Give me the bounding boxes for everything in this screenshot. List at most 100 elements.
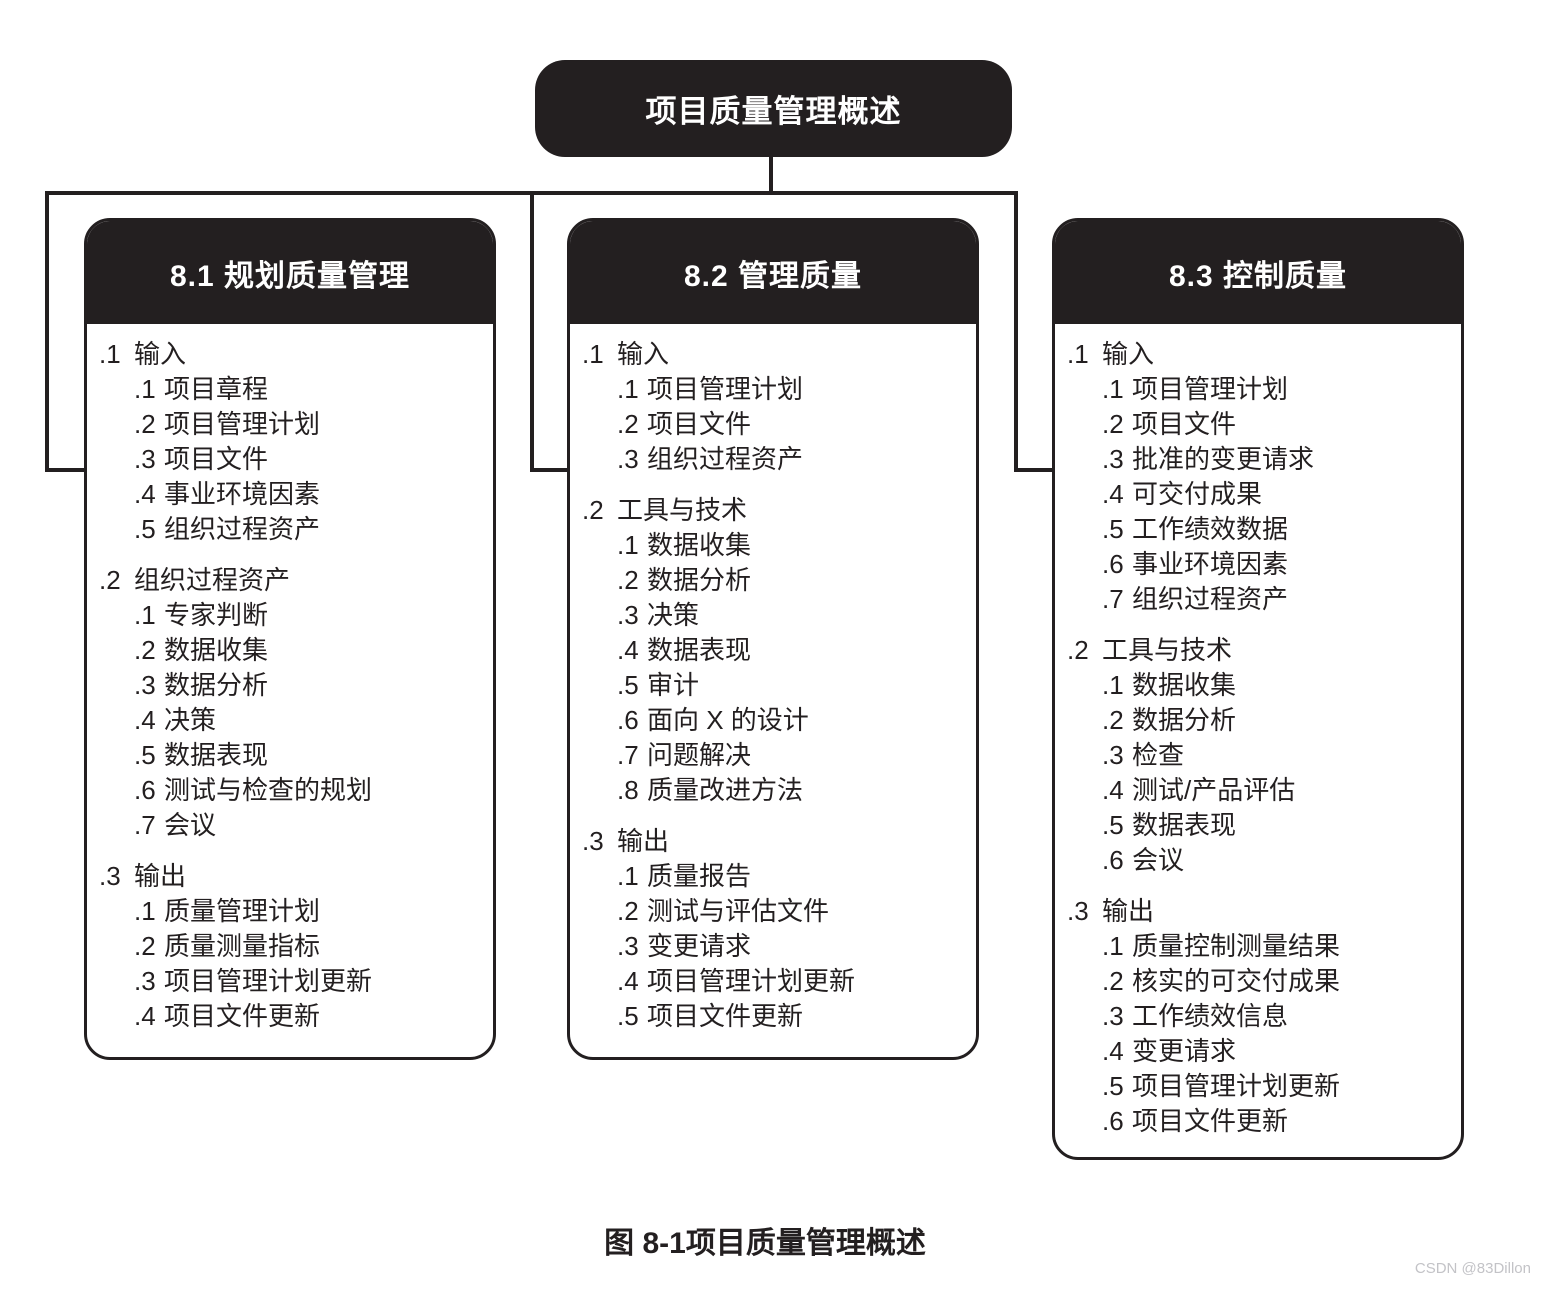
item-label: 数据分析 [647, 565, 752, 595]
connector-drop-line-1 [45, 191, 49, 472]
item-label: 数据表现 [647, 635, 752, 665]
item-number: .1 [617, 530, 639, 560]
item-number: .4 [1102, 1036, 1124, 1066]
item-label: 核实的可交付成果 [1132, 966, 1341, 996]
item-number: .4 [134, 705, 156, 735]
section-item: .1 项目管理计划 [617, 372, 966, 407]
item-label: 测试与检查的规划 [164, 775, 373, 805]
connector-stem-line [769, 155, 773, 195]
item-label: 会议 [164, 810, 217, 840]
section-item: .2 数据收集 [134, 633, 483, 668]
item-number: .3 [617, 931, 639, 961]
item-label: 数据分析 [1132, 705, 1237, 735]
section-title: 组织过程资产 [134, 565, 291, 595]
item-label: 检查 [1132, 740, 1185, 770]
item-number: .3 [617, 600, 639, 630]
item-number: .6 [617, 705, 639, 735]
item-label: 事业环境因素 [164, 479, 321, 509]
item-label: 数据表现 [1132, 810, 1237, 840]
section-item: .1 项目管理计划 [1102, 372, 1451, 407]
item-number: .3 [1102, 1001, 1124, 1031]
item-number: .1 [1102, 374, 1124, 404]
item-label: 工作绩效数据 [1132, 514, 1289, 544]
item-label: 项目管理计划 [164, 409, 321, 439]
section-number: .1 [99, 339, 121, 369]
item-label: 面向 X 的设计 [647, 705, 809, 735]
item-number: .2 [134, 635, 156, 665]
item-label: 组织过程资产 [647, 444, 804, 474]
item-label: 专家判断 [164, 600, 269, 630]
item-label: 质量管理计划 [164, 896, 321, 926]
item-number: .6 [1102, 845, 1124, 875]
section-title: 输出 [617, 826, 670, 856]
item-label: 项目管理计划更新 [164, 966, 373, 996]
item-number: .8 [617, 775, 639, 805]
item-label: 质量改进方法 [647, 775, 804, 805]
item-number: .4 [1102, 775, 1124, 805]
root-node-title: 项目质量管理概述 [645, 94, 902, 129]
item-label: 项目管理计划更新 [647, 966, 856, 996]
item-number: .2 [134, 931, 156, 961]
item-number: .3 [1102, 740, 1124, 770]
item-number: .3 [134, 444, 156, 474]
section-number: .3 [99, 861, 121, 891]
process-card-title: 8.3 控制质量 [1168, 259, 1348, 293]
item-number: .5 [134, 514, 156, 544]
item-number: .7 [1102, 584, 1124, 614]
item-label: 质量控制测量结果 [1132, 931, 1341, 961]
item-number: .4 [1102, 479, 1124, 509]
section-number: .1 [582, 339, 604, 369]
item-label: 项目管理计划 [647, 374, 804, 404]
process-card-header: 8.2 管理质量 [570, 221, 976, 324]
item-label: 数据分析 [164, 670, 269, 700]
section-item: .4 可交付成果 [1102, 477, 1451, 512]
item-label: 项目章程 [164, 374, 269, 404]
item-label: 项目管理计划 [1132, 374, 1289, 404]
item-number: .1 [617, 374, 639, 404]
section-number: .3 [1067, 896, 1089, 926]
item-number: .2 [1102, 966, 1124, 996]
section-title: 输入 [1102, 339, 1155, 369]
item-number: .5 [617, 1001, 639, 1031]
item-label: 数据收集 [164, 635, 269, 665]
item-number: .2 [617, 896, 639, 926]
item-label: 项目文件 [647, 409, 752, 439]
item-label: 项目文件更新 [164, 1001, 321, 1031]
item-label: 可交付成果 [1132, 479, 1263, 509]
item-number: .6 [134, 775, 156, 805]
